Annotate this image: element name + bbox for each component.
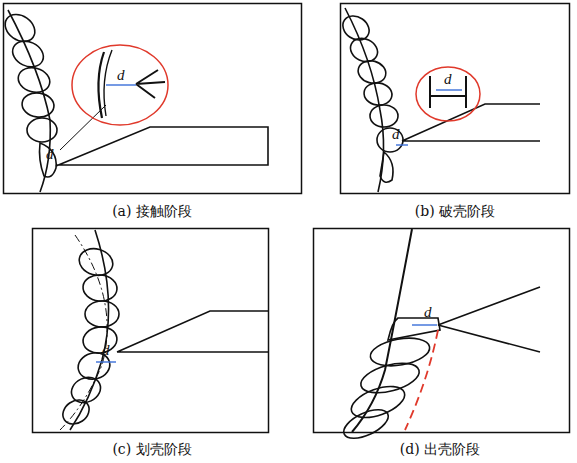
dimension-label: d (392, 127, 400, 142)
dimension-label: d (117, 68, 125, 83)
panel-caption: (a) 接触阶段 (112, 204, 192, 218)
panel-caption: (b) 破壳阶段 (415, 204, 495, 218)
dimension-label: d (424, 305, 432, 320)
panel-caption: (d) 出壳阶段 (400, 442, 480, 456)
dimension-label: d (444, 72, 452, 87)
dimension-label: d (46, 147, 54, 162)
dimension-label: d (102, 343, 110, 358)
panel-caption: (c) 划壳阶段 (112, 442, 191, 456)
